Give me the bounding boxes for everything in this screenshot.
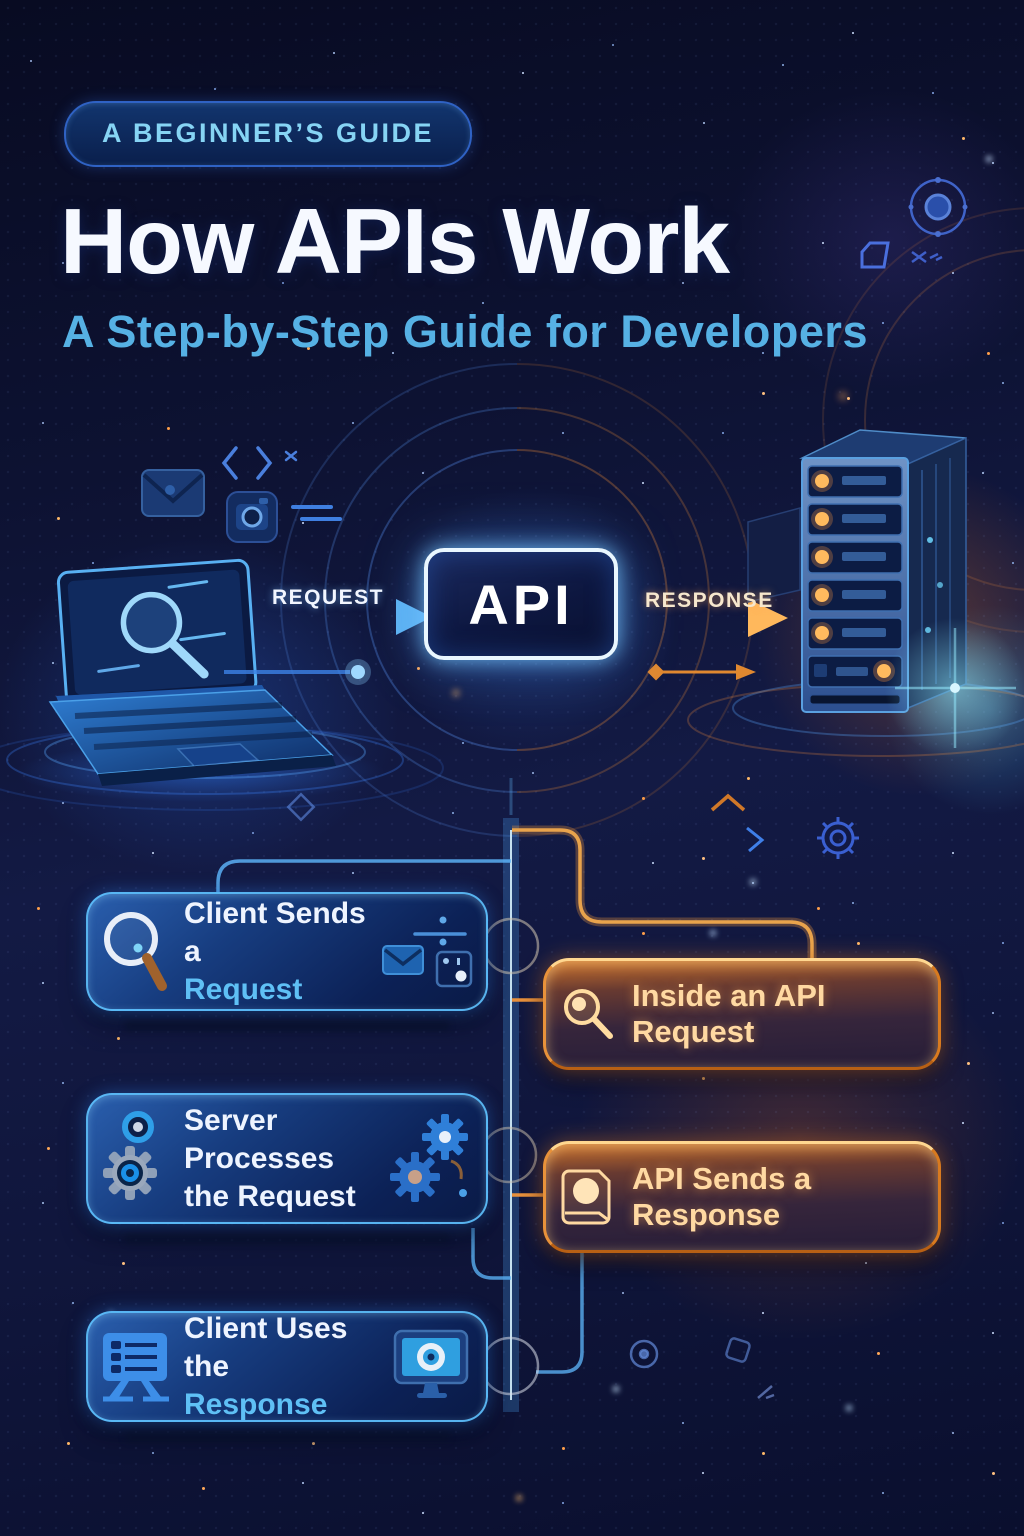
step-label: Server Processes the Request (184, 1102, 382, 1216)
step-label: API Sends a Response (632, 1161, 812, 1232)
step-label-line1: Client Sends a (184, 896, 366, 968)
camera-app-icon (226, 491, 278, 543)
arrow-glyph (746, 826, 765, 853)
orbit-rings (280, 207, 1024, 837)
circle-glyph (629, 1339, 659, 1369)
diamond-glyph (286, 792, 316, 822)
folder-glyph-icon (860, 241, 890, 269)
step-client-sends-request: Client Sends a Request (86, 892, 488, 1011)
chevron-glyph (710, 793, 746, 812)
request-label: REQUEST (272, 586, 385, 609)
step-label-line1: Client Uses the (184, 1311, 348, 1383)
step-label: Client Uses the Response (184, 1310, 378, 1424)
api-box: API (424, 548, 618, 660)
background-glow-blue-laptop (0, 470, 480, 940)
response-arrow-small (647, 663, 756, 681)
magnifier-icon (546, 985, 632, 1043)
background-glow-orange-server (690, 400, 1024, 860)
background-glow-cyan (840, 560, 1024, 860)
step-label-line2: the Request (184, 1179, 356, 1213)
gear-outline-icon (817, 817, 859, 859)
monitor-list-icon (88, 1331, 184, 1403)
api-box-label: API (468, 572, 574, 636)
background-glow-orange-steps (500, 870, 1024, 1410)
step-inside-api-request: Inside an API Request (543, 958, 941, 1070)
server-bays (807, 465, 903, 688)
guide-badge: A BEGINNER’S GUIDE (64, 101, 473, 167)
dash-lines (291, 505, 342, 521)
code-brackets-icon (221, 446, 298, 480)
monitor-target-icon (378, 1329, 486, 1405)
step-label-line1: Server Processes (184, 1103, 335, 1175)
request-arrow (224, 599, 432, 685)
step-label: Client Sends a Request (184, 895, 376, 1009)
step-label: Inside an API Request (632, 978, 826, 1049)
page-subtitle: A Step-by-Step Guide for Developers (62, 306, 868, 357)
orbit-target-icon (908, 177, 968, 237)
step-server-processes-request: Server Processes the Request (86, 1093, 488, 1224)
response-label: RESPONSE (645, 589, 774, 612)
magnifier-icon (88, 908, 184, 996)
tick-glyph (757, 1385, 775, 1400)
envelope-icon (141, 469, 205, 517)
guide-badge-label: A BEGINNER’S GUIDE (102, 118, 435, 148)
gears-icon (382, 1109, 486, 1209)
gear-icon (88, 1107, 184, 1211)
step-label-line2: Response (184, 1387, 328, 1421)
scribble-glyph (911, 250, 943, 264)
step-client-uses-response: Client Uses the Response (86, 1311, 488, 1422)
envelope-and-panel-icons (376, 912, 486, 992)
page-title: How APIs Work (60, 189, 730, 293)
step-api-sends-response: API Sends a Response (543, 1141, 941, 1253)
stars-bright (0, 0, 2, 2)
disc-icon (546, 1167, 632, 1227)
step-label-line2: Request (184, 972, 303, 1006)
square-glyph (725, 1337, 751, 1363)
